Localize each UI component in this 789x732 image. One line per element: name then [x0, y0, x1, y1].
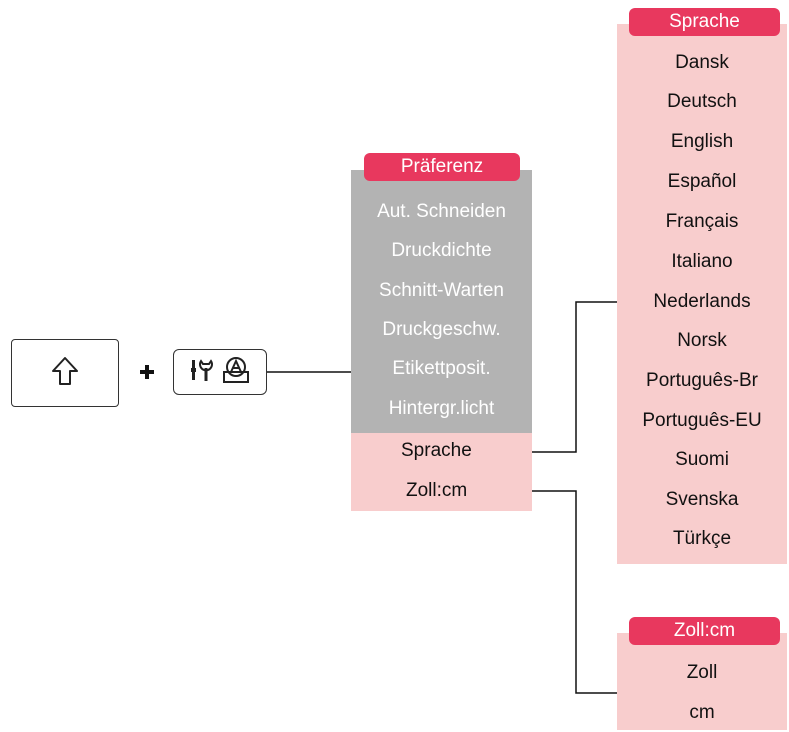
menu-item[interactable]: Druckgeschw. — [382, 319, 501, 340]
menu-item[interactable]: Etikettposit. — [392, 358, 491, 379]
language-item[interactable]: Español — [667, 171, 737, 192]
menu-item[interactable]: Schnitt-Warten — [379, 280, 504, 301]
preference-pink-block — [351, 433, 532, 511]
language-item[interactable]: Português-Br — [646, 370, 758, 391]
menu-item[interactable]: Hintergr.licht — [388, 398, 495, 419]
language-item[interactable]: Français — [665, 211, 739, 232]
language-item[interactable]: Nederlands — [653, 291, 751, 312]
shift-arrow-icon — [51, 356, 79, 391]
language-item[interactable]: Svenska — [665, 489, 739, 510]
language-item[interactable]: Norsk — [677, 330, 727, 351]
language-menu: Dansk Deutsch English Español Français I… — [617, 0, 787, 732]
preference-menu-title: Präferenz — [364, 153, 520, 181]
menu-item[interactable]: Aut. Schneiden — [377, 201, 506, 222]
preference-gray-block — [351, 170, 532, 433]
zollcm-connector-line — [516, 490, 617, 694]
language-item[interactable]: English — [670, 131, 734, 152]
language-item[interactable]: Deutsch — [667, 91, 737, 112]
preference-menu: Aut. Schneiden Druckdichte Schnitt-Warte… — [351, 0, 532, 732]
auto-format-icon — [221, 356, 251, 389]
menu-item-zollcm[interactable]: Zoll:cm — [406, 480, 468, 501]
shift-key[interactable] — [11, 339, 119, 407]
language-menu-title: Sprache — [629, 8, 780, 36]
unit-item-cm[interactable]: cm — [689, 702, 715, 723]
tools-icon — [189, 356, 215, 389]
unit-menu: Zoll cm — [617, 0, 787, 732]
unit-pink-block — [617, 633, 787, 730]
language-pink-block — [617, 24, 787, 564]
language-item[interactable]: Suomi — [675, 449, 729, 470]
language-item[interactable]: Português-EU — [642, 410, 762, 431]
language-item[interactable]: Italiano — [671, 251, 733, 272]
plus-sign — [139, 364, 155, 380]
menu-item-sprache[interactable]: Sprache — [401, 440, 472, 461]
sprache-connector-line — [516, 301, 617, 453]
menu-item[interactable]: Druckdichte — [391, 240, 492, 261]
setup-key[interactable] — [173, 349, 267, 395]
unit-menu-title: Zoll:cm — [629, 617, 780, 645]
language-item[interactable]: Dansk — [675, 52, 729, 73]
language-item[interactable]: Türkçe — [672, 528, 732, 549]
unit-item-zoll[interactable]: Zoll — [686, 662, 718, 683]
